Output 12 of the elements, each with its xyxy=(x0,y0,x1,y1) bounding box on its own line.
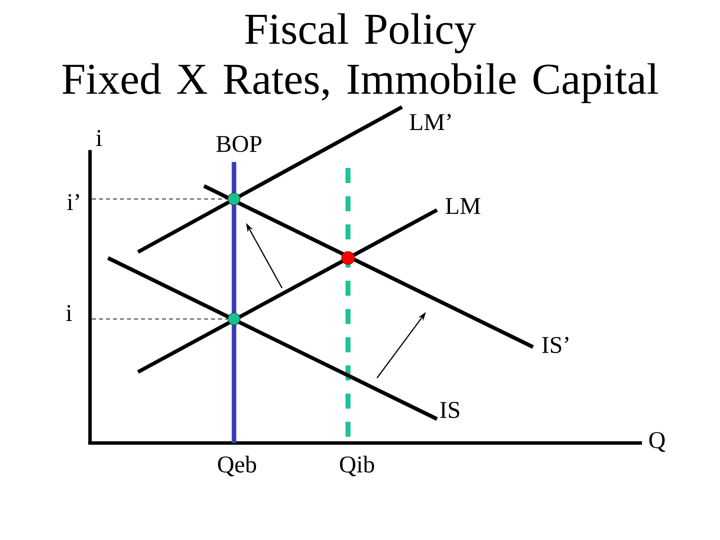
curve-label: IS xyxy=(440,402,460,418)
tick-label: i xyxy=(66,305,72,321)
tick-label: Qeb xyxy=(218,456,256,476)
curve-label: LM xyxy=(446,198,480,214)
curve-label: LM’ xyxy=(410,114,451,130)
axis-label: Q xyxy=(649,432,666,452)
axis-label: i xyxy=(96,130,102,146)
tick-label: Qib xyxy=(340,456,374,476)
curve-label: BOP xyxy=(216,136,262,152)
curve-label: IS’ xyxy=(542,336,568,354)
tick-label: i’ xyxy=(67,194,80,210)
title: Fiscal Policy Fixed X Rates, Immobile Capital xyxy=(62,13,658,104)
